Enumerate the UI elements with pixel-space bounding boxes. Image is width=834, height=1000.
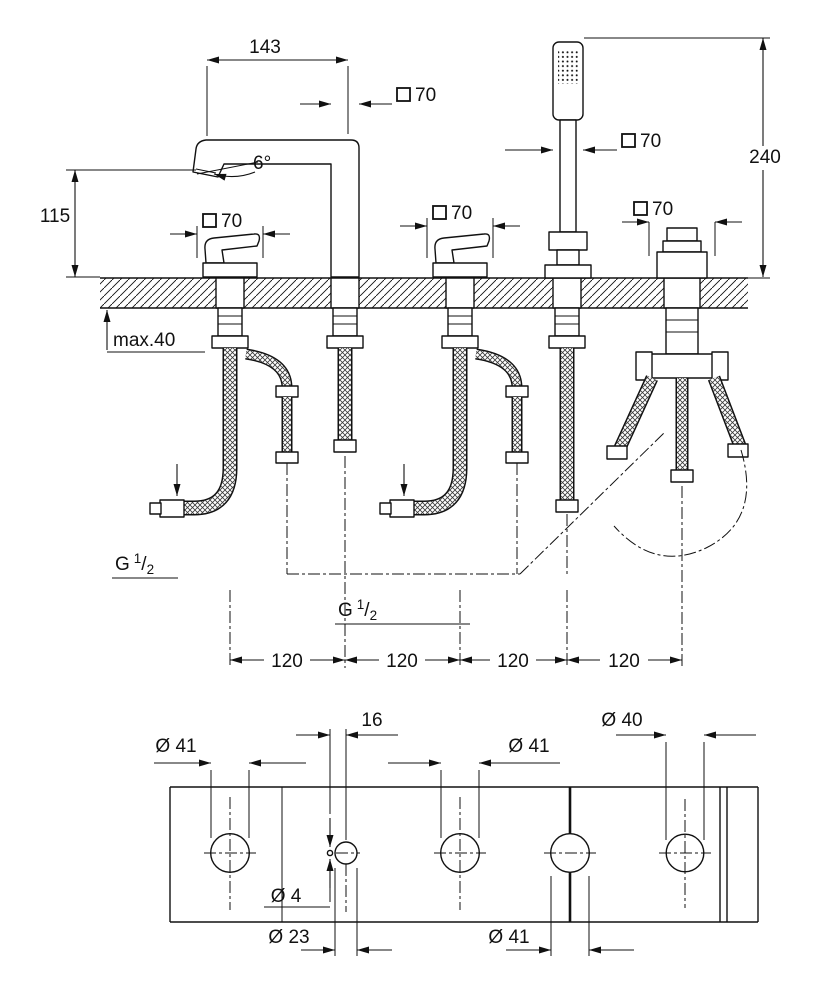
dim-label-120-3: 120 [497, 651, 529, 672]
dimension-square70-handle-right: 70 [400, 203, 520, 258]
dimension-115: 115 [40, 169, 196, 278]
dim-label-d41-left: Ø 41 [155, 736, 196, 757]
hand-shower [544, 41, 592, 279]
dimension-240: 240 [584, 37, 781, 279]
handle-left [202, 233, 261, 278]
valve2-connections [379, 307, 529, 518]
square-section-icon [202, 213, 217, 228]
spout-connection [326, 307, 364, 453]
dimension-d41-left: Ø 41 [154, 736, 306, 838]
dimension-chain-120: 120 120 120 120 [230, 651, 682, 672]
elevation-view: 143 70 70 70 [40, 37, 781, 672]
dimension-d41-right: Ø 41 [488, 876, 634, 956]
supply-hoses [149, 307, 749, 518]
dim-label-70-diverter: 70 [652, 199, 673, 220]
dimension-square70-shower: 70 [505, 131, 661, 154]
dim-label-143: 143 [249, 37, 281, 58]
valve1-connections [149, 307, 299, 518]
dimension-angle-6: 6° [196, 153, 271, 181]
dim-label-70-spout: 70 [415, 85, 436, 106]
deck-plate [169, 786, 759, 923]
dim-label-240: 240 [749, 147, 781, 168]
dimension-16: 16 [296, 710, 398, 840]
dimension-square70-handle-left: 70 [170, 211, 290, 258]
aerator-line [195, 168, 217, 174]
dim-label-120-2: 120 [386, 651, 418, 672]
dim-label-70-handle-left: 70 [221, 211, 242, 232]
hole-d4 [326, 849, 334, 857]
dim-label-120-1: 120 [271, 651, 303, 672]
dim-label-120-4: 120 [608, 651, 640, 672]
dimension-square70-diverter: 70 [622, 199, 742, 256]
handle-right [432, 233, 491, 278]
diverter-connections [606, 307, 749, 483]
dim-label-max40: max.40 [113, 330, 175, 351]
mounting-deck [100, 277, 748, 309]
dim-label-d23: Ø 23 [268, 927, 309, 948]
square-section-icon [633, 201, 648, 216]
plan-view: Ø 41 16 Ø 41 Ø 40 [154, 710, 759, 956]
square-section-icon [432, 205, 447, 220]
dimension-square70-spout: 70 [300, 85, 436, 108]
hole-centerlines [204, 797, 711, 912]
connection-centerlines [229, 431, 748, 668]
dim-label-d40: Ø 40 [601, 710, 642, 731]
deck-hatch [100, 278, 748, 308]
dim-label-70-handle-right: 70 [451, 203, 472, 224]
dim-label-angle: 6° [253, 153, 271, 174]
square-section-icon [621, 133, 636, 148]
dim-label-d4: Ø 4 [271, 886, 302, 907]
dimension-143: 143 [206, 37, 349, 136]
diverter [656, 227, 708, 279]
dim-label-115: 115 [40, 206, 70, 227]
spray-face [558, 50, 578, 84]
dim-label-d41-right: Ø 41 [488, 927, 529, 948]
dimension-d4: Ø 4 [264, 818, 334, 908]
dimension-d23: Ø 23 [268, 868, 392, 956]
dimension-d41-center: Ø 41 [388, 736, 560, 838]
dimension-d40: Ø 40 [601, 710, 756, 840]
spout [192, 139, 360, 278]
dim-label-16: 16 [361, 710, 382, 731]
dimension-max40: max.40 [103, 310, 205, 353]
square-section-icon [396, 87, 411, 102]
dim-label-d41-center: Ø 41 [508, 736, 549, 757]
dim-label-70-shower: 70 [640, 131, 661, 152]
shower-hose-connection [548, 307, 586, 513]
